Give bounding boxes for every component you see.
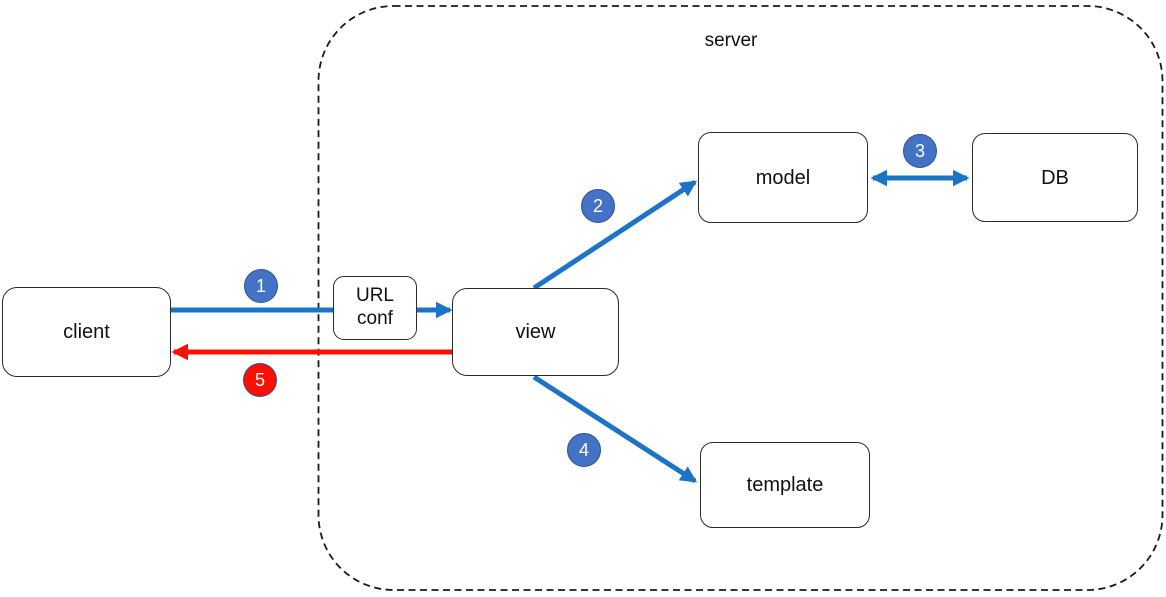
view-node: view [452,288,619,376]
step-1-badge: 1 [244,269,278,303]
arrow-step2-view-to-model [532,179,698,291]
server-region-label: server [704,30,758,51]
template-node: template [700,442,870,528]
db-node: DB [972,133,1138,222]
step-3-badge: 3 [903,134,937,168]
arrow-step4-view-to-template [532,374,698,484]
client-node: client [2,287,171,377]
step-4-badge: 4 [567,433,601,467]
url-conf-node: URL conf [333,276,417,340]
step-2-badge: 2 [581,189,615,223]
server-boundary [317,5,1164,591]
model-node: model [698,132,868,223]
step-5-badge: 5 [243,363,277,397]
